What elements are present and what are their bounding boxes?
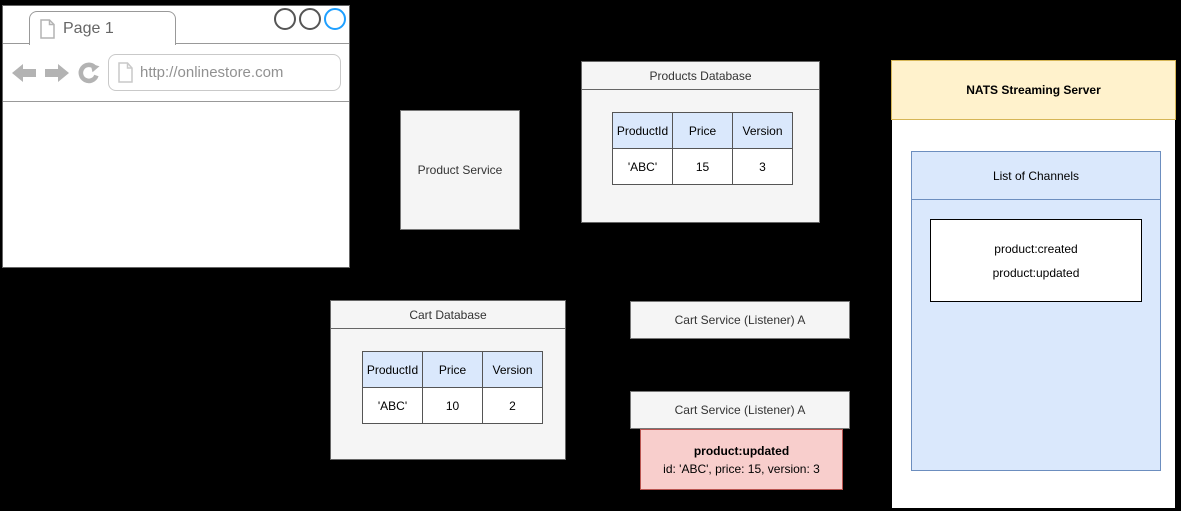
url-bar[interactable]: http://onlinestore.com <box>108 54 341 91</box>
table-row: 'ABC' 15 3 <box>612 148 793 185</box>
browser-content-area <box>3 102 349 267</box>
channels-panel-title: List of Channels <box>912 152 1160 200</box>
product-service-box: Product Service <box>400 110 520 230</box>
cart-service-box-top: Cart Service (Listener) A <box>630 301 850 339</box>
cell-price: 10 <box>422 387 483 424</box>
browser-window: Page 1 http://onlinestore.com <box>2 5 350 268</box>
browser-tab[interactable]: Page 1 <box>29 11 176 45</box>
cart-database-title: Cart Database <box>331 301 565 329</box>
reload-icon[interactable] <box>77 61 101 85</box>
cell-product-id: 'ABC' <box>612 148 673 185</box>
channel-item: product:updated <box>992 265 1080 280</box>
nats-server-title: NATS Streaming Server <box>966 83 1101 97</box>
window-control-button[interactable] <box>274 8 296 30</box>
forward-arrow-icon[interactable] <box>44 63 70 83</box>
column-header-price: Price <box>672 112 733 149</box>
url-text: http://onlinestore.com <box>140 64 284 81</box>
channels-panel: List of Channels product:created product… <box>911 151 1161 471</box>
cell-version: 2 <box>482 387 543 424</box>
url-page-icon <box>118 62 133 83</box>
table-row: 'ABC' 10 2 <box>362 387 543 424</box>
cart-database-table: ProductId Price Version 'ABC' 10 2 <box>362 351 543 424</box>
products-database-table: ProductId Price Version 'ABC' 15 3 <box>612 112 793 185</box>
cell-version: 3 <box>732 148 793 185</box>
window-control-button-active[interactable] <box>324 8 346 30</box>
cart-service-label: Cart Service (Listener) A <box>674 313 806 327</box>
event-message-box: product:updated id: 'ABC', price: 15, ve… <box>640 429 843 490</box>
cart-database-panel: Cart Database ProductId Price Version 'A… <box>330 300 566 460</box>
column-header-productid: ProductId <box>362 351 423 388</box>
nats-server-panel: NATS Streaming Server List of Channels p… <box>891 60 1176 509</box>
event-message-title: product:updated <box>693 443 790 458</box>
back-arrow-icon[interactable] <box>11 63 37 83</box>
page-icon <box>40 18 55 39</box>
event-message-details: id: 'ABC', price: 15, version: 3 <box>663 461 820 476</box>
browser-tab-row: Page 1 <box>3 6 349 45</box>
browser-toolbar: http://onlinestore.com <box>3 44 349 102</box>
products-database-title: Products Database <box>582 62 819 90</box>
cart-service-label: Cart Service (Listener) A <box>674 403 806 417</box>
table-header-row: ProductId Price Version <box>612 112 793 149</box>
tab-label: Page 1 <box>63 19 114 37</box>
column-header-productid: ProductId <box>612 112 673 149</box>
channels-list-box: product:created product:updated <box>930 219 1142 302</box>
cell-product-id: 'ABC' <box>362 387 423 424</box>
product-service-label: Product Service <box>417 163 503 177</box>
channel-item: product:created <box>994 241 1078 256</box>
column-header-price: Price <box>422 351 483 388</box>
column-header-version: Version <box>732 112 793 149</box>
table-header-row: ProductId Price Version <box>362 351 543 388</box>
nats-server-header: NATS Streaming Server <box>891 60 1176 120</box>
window-control-button[interactable] <box>299 8 321 30</box>
cell-price: 15 <box>672 148 733 185</box>
column-header-version: Version <box>482 351 543 388</box>
cart-service-box-bottom: Cart Service (Listener) A <box>630 391 850 429</box>
products-database-panel: Products Database ProductId Price Versio… <box>581 61 820 223</box>
